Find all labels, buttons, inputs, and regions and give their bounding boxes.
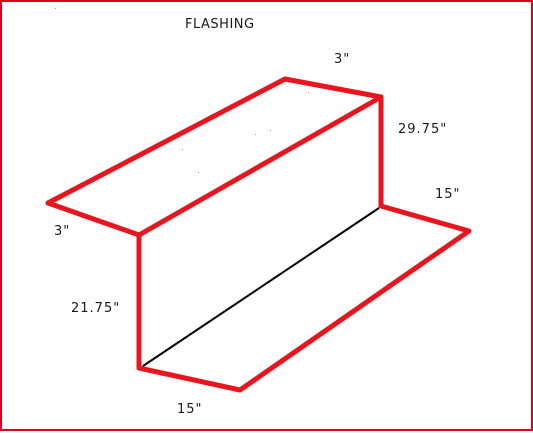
right-flange-label: 15" (435, 187, 461, 202)
top-width-label: 3" (334, 52, 351, 67)
right-height-label: 29.75" (398, 122, 448, 137)
left-width-label: 3" (54, 224, 71, 239)
top-flange (45, 76, 384, 238)
surface-speckles (55, 8, 309, 173)
diagram-title: FLASHING (185, 17, 255, 32)
bottom-flange (136, 203, 472, 393)
left-height-label: 21.75" (71, 301, 121, 316)
bottom-flange-label: 15" (177, 402, 203, 417)
fold-line (142, 207, 380, 367)
